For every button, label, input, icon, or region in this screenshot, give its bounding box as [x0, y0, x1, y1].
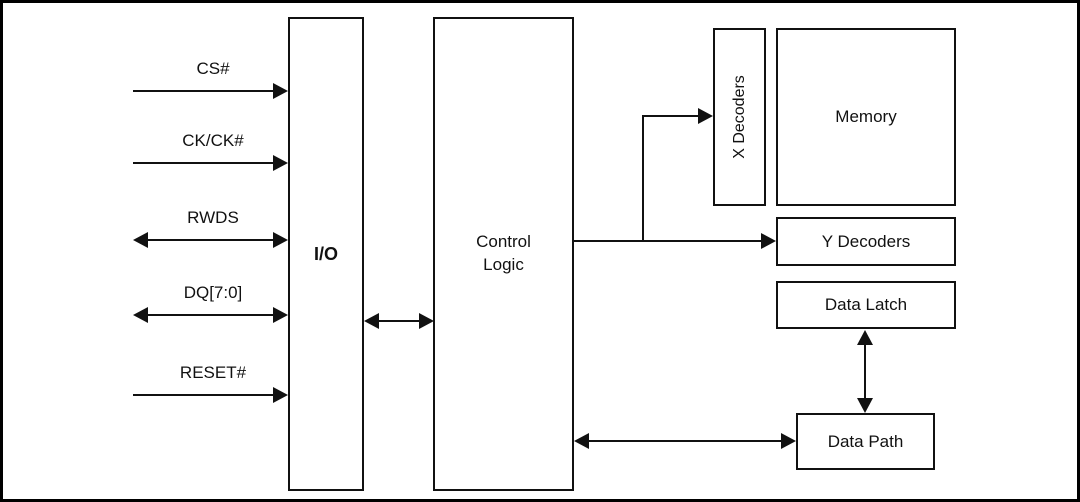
control-datapath-arrowhead-right: [781, 433, 796, 449]
memory-block: Memory: [776, 28, 956, 206]
signal-cs-label: CS#: [196, 59, 230, 78]
memory-label: Memory: [835, 107, 897, 126]
signal-dq-line: [135, 314, 281, 316]
data-path-block: Data Path: [796, 413, 935, 470]
signal-ck-label: CK/CK#: [182, 131, 244, 150]
control-datapath-line: [586, 440, 786, 442]
io-block-label: I/O: [313, 243, 338, 264]
signal-ck-arrowhead-right: [273, 155, 288, 171]
io-control-arrowhead-left: [364, 313, 379, 329]
signal-cs-line: [133, 90, 281, 92]
y-decoders-label: Y Decoders: [821, 231, 911, 251]
signal-dq-arrowhead-right: [273, 307, 288, 323]
signal-reset-label: RESET#: [179, 363, 247, 382]
x-decoders-block: X Decoders: [713, 28, 766, 206]
control-logic-block: Control Logic: [433, 17, 574, 491]
y-decoders-block: Y Decoders: [776, 217, 956, 266]
xdecoders-branch-hline: [643, 115, 705, 117]
data-path-label: Data Path: [827, 431, 904, 451]
io-control-line: [376, 320, 424, 322]
data-latch-label: Data Latch: [824, 295, 908, 314]
xdecoders-branch-vline: [642, 115, 644, 242]
io-control-arrowhead-right: [419, 313, 434, 329]
control-datapath-arrowhead-left: [574, 433, 589, 449]
control-ydecoders-line: [574, 240, 769, 242]
datalatch-datapath-arrowhead-up: [857, 330, 873, 345]
xdecoders-branch-arrowhead: [698, 108, 713, 124]
signal-rwds-line: [135, 239, 281, 241]
io-block: I/O: [288, 17, 364, 491]
signal-rwds-label: RWDS: [187, 208, 239, 227]
x-decoders-label: X Decoders: [730, 75, 748, 159]
signal-reset-arrowhead-right: [273, 387, 288, 403]
signal-rwds-arrowhead-right: [273, 232, 288, 248]
signal-ck-line: [133, 162, 281, 164]
signal-cs-arrowhead-right: [273, 83, 288, 99]
signal-dq-label: DQ[7:0]: [183, 283, 243, 302]
signal-reset-line: [133, 394, 281, 396]
data-latch-block: Data Latch: [776, 281, 956, 329]
control-logic-label: Control Logic: [476, 232, 531, 274]
datalatch-datapath-line: [864, 341, 866, 403]
control-ydecoders-arrowhead: [761, 233, 776, 249]
datalatch-datapath-arrowhead-down: [857, 398, 873, 413]
